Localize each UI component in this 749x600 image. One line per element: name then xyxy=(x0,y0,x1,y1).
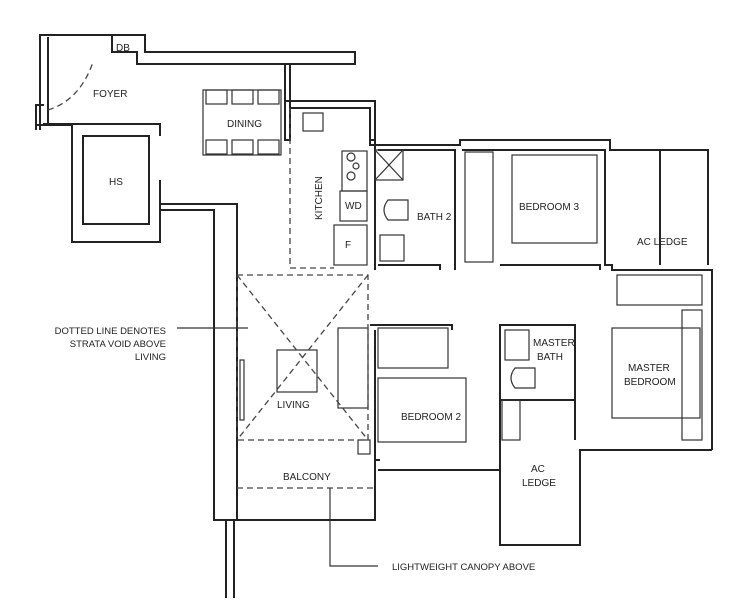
void-note-line-1: DOTTED LINE DENOTES xyxy=(55,326,166,337)
fixtures xyxy=(202,89,703,455)
label-hs: HS xyxy=(109,177,123,188)
walls xyxy=(35,34,713,598)
void-note-line-3: LIVING xyxy=(135,352,166,363)
canopy-leader-line xyxy=(329,488,378,567)
label-master-bedroom-1: MASTER xyxy=(628,363,670,374)
label-db: DB xyxy=(116,43,130,54)
label-dining: DINING xyxy=(227,119,262,130)
label-ac-ledge-bottom-2: LEDGE xyxy=(522,478,556,489)
canopy-note: LIGHTWEIGHT CANOPY ABOVE xyxy=(392,562,535,573)
label-bath-2: BATH 2 xyxy=(417,212,452,223)
label-foyer: FOYER xyxy=(93,89,127,100)
label-master-bath-2: BATH xyxy=(537,352,563,363)
label-ac-ledge-bottom-1: AC xyxy=(531,464,545,475)
label-master-bedroom-2: BEDROOM xyxy=(624,377,676,388)
label-living: LIVING xyxy=(277,400,310,411)
label-bedroom-3: BEDROOM 3 xyxy=(519,202,579,213)
strata-void-outline xyxy=(47,61,375,489)
label-kitchen: KITCHEN xyxy=(314,176,325,220)
label-ac-ledge-top: AC LEDGE xyxy=(637,237,688,248)
label-wd: WD xyxy=(345,201,362,212)
label-balcony: BALCONY xyxy=(283,472,331,483)
label-master-bath-1: MASTER xyxy=(533,338,575,349)
label-bedroom-2: BEDROOM 2 xyxy=(401,412,461,423)
void-note-line-2: STRATA VOID ABOVE xyxy=(70,339,166,350)
label-f: F xyxy=(345,240,351,251)
